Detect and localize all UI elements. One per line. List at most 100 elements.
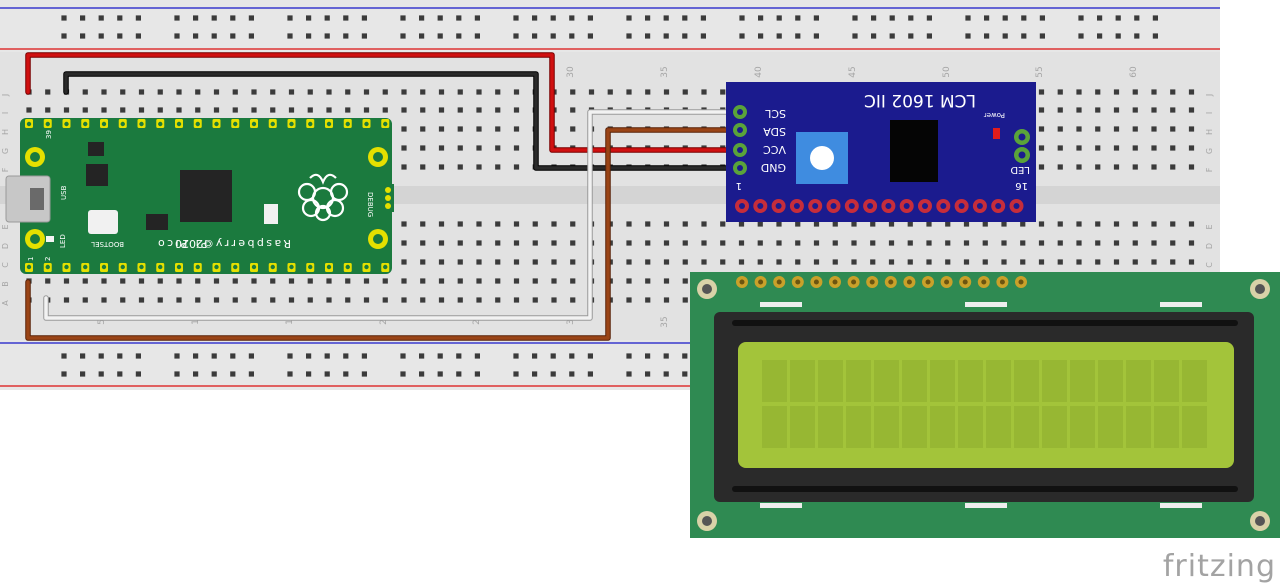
rail-hole — [1078, 33, 1084, 39]
breadboard-hole — [401, 240, 407, 246]
rail-hole — [98, 371, 104, 377]
breadboard-hole — [1151, 164, 1157, 170]
status-led — [46, 236, 54, 242]
breadboard-hole — [438, 145, 445, 151]
row-letter: A — [1, 300, 10, 306]
breadboard-hole — [795, 221, 801, 227]
row-letter: G — [1, 148, 10, 154]
breadboard-hole — [213, 107, 220, 113]
lcd-cell — [958, 406, 983, 448]
module-pin-header — [733, 105, 747, 175]
breadboard-hole — [401, 221, 407, 227]
power-led — [993, 128, 1000, 139]
rail-hole — [230, 353, 236, 359]
breadboard-hole — [495, 126, 501, 132]
breadboard-hole — [476, 221, 482, 227]
breadboard-hole — [401, 89, 407, 95]
row-letter: J — [1, 94, 10, 97]
breadboard-hole — [888, 221, 895, 227]
breadboard-hole — [476, 107, 482, 113]
rail-hole — [587, 353, 593, 359]
rail-hole — [174, 15, 180, 21]
breadboard-hole — [438, 221, 445, 227]
rail-hole — [456, 371, 462, 377]
breadboard-hole — [626, 221, 632, 227]
breadboard-hole — [438, 259, 445, 265]
rail-hole — [80, 33, 86, 39]
rail-hole — [663, 33, 669, 39]
breadboard-hole — [1076, 89, 1082, 95]
breadboard-hole — [757, 221, 763, 227]
rail-hole — [1097, 33, 1103, 39]
rail-hole — [456, 353, 462, 359]
rail-hole — [965, 15, 971, 21]
rail-hole — [513, 353, 519, 359]
breadboard-hole — [251, 89, 257, 95]
lcd-character-cells — [762, 360, 1207, 448]
breadboard-hole — [701, 259, 707, 265]
rail-hole — [795, 15, 801, 21]
lcd-cell — [986, 360, 1011, 402]
lcd-cell — [902, 406, 927, 448]
breadboard-hole — [907, 221, 913, 227]
breadboard-hole — [457, 126, 463, 132]
breadboard-hole — [213, 89, 220, 95]
breadboard-hole — [1170, 221, 1176, 227]
breadboard-hole — [476, 164, 482, 170]
breadboard-hole — [495, 89, 501, 95]
breadboard-hole — [663, 259, 670, 265]
breadboard-hole — [720, 259, 726, 265]
rail-hole — [984, 15, 990, 21]
row-letter: C — [1205, 262, 1214, 268]
breadboard-hole — [420, 145, 426, 151]
rail-hole — [532, 15, 538, 21]
breadboard-hole — [532, 240, 538, 246]
breadboard-hole — [626, 278, 632, 284]
rail-hole — [550, 15, 556, 21]
breadboard-hole — [345, 89, 351, 95]
row-letter: E — [1, 224, 10, 229]
lcd-cell — [1098, 360, 1123, 402]
breadboard-hole — [1188, 145, 1195, 151]
pico-year-label: ©2020 — [175, 237, 214, 250]
rail-hole — [587, 33, 593, 39]
breadboard-hole — [551, 259, 557, 265]
breadboard-hole — [382, 297, 388, 303]
breadboard-hole — [982, 240, 988, 246]
rail-hole — [700, 33, 706, 39]
row-letter: F — [1205, 167, 1214, 172]
rail-hole — [230, 33, 236, 39]
breadboard-hole — [476, 145, 482, 151]
breadboard-hole — [776, 259, 782, 265]
rail-hole — [419, 353, 425, 359]
rail-hole — [248, 371, 254, 377]
breadboard-hole — [570, 240, 576, 246]
breadboard-hole — [270, 278, 276, 284]
breadboard-hole — [720, 89, 726, 95]
rail-hole — [287, 353, 293, 359]
rail-hole — [532, 353, 538, 359]
breadboard-hole — [251, 107, 257, 113]
breadboard-hole — [1076, 145, 1082, 151]
breadboard-hole — [645, 221, 651, 227]
breadboard-hole — [645, 89, 651, 95]
pin-label-gnd: GND — [761, 161, 786, 174]
rail-hole — [98, 353, 104, 359]
breadboard-hole — [1057, 221, 1063, 227]
rail-hole — [174, 33, 180, 39]
rail-hole — [682, 15, 688, 21]
rp2040-chip — [180, 170, 232, 222]
breadboard-hole — [570, 89, 576, 95]
breadboard-hole — [813, 240, 820, 246]
breadboard-hole — [157, 278, 163, 284]
breadboard-hole — [45, 107, 51, 113]
breadboard-hole — [288, 297, 295, 303]
column-number: 5 — [97, 319, 107, 325]
rail-hole — [1039, 33, 1045, 39]
breadboard-hole — [195, 297, 201, 303]
breadboard-hole — [1020, 221, 1026, 227]
row-letter: E — [1205, 224, 1214, 229]
module-title: LCM 1602 IIC — [864, 90, 976, 110]
breadboard-hole — [213, 278, 220, 284]
